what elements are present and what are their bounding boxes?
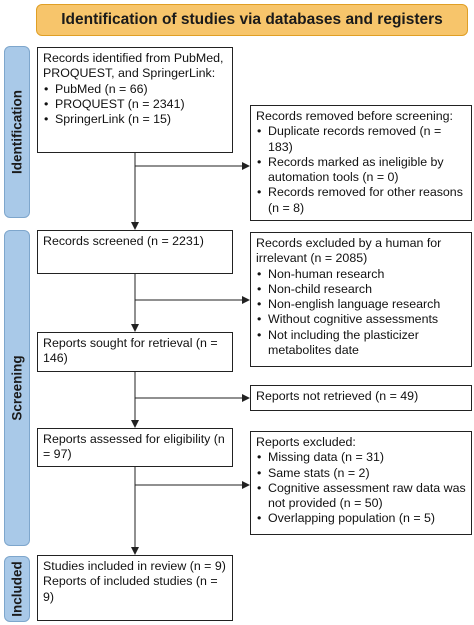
list-item: PROQUEST (n = 2341) [43, 97, 227, 113]
list-item: Non-human research [256, 267, 466, 283]
list-item: Records removed for other reasons (n = 8… [256, 185, 466, 216]
reports-sought-text: Reports sought for retrieval (n = 146) [43, 336, 218, 366]
list-item: PubMed (n = 66) [43, 82, 227, 98]
box-reports-sought: Reports sought for retrieval (n = 146) [37, 332, 233, 372]
list-item: Overlapping population (n = 5) [256, 511, 466, 527]
phase-screening: Screening [4, 230, 30, 546]
box-reports-not-retrieved: Reports not retrieved (n = 49) [250, 385, 472, 411]
list-item: Non-child research [256, 282, 466, 298]
reports-not-retrieved-text: Reports not retrieved (n = 49) [256, 389, 419, 403]
list-item: Without cognitive assessments [256, 312, 466, 328]
list-item: Duplicate records removed (n = 183) [256, 124, 466, 155]
reports-excluded-text: Reports excluded: [256, 435, 356, 449]
box-reports-excluded: Reports excluded: Missing data (n = 31) … [250, 431, 472, 535]
box-records-identified: Records identified from PubMed, PROQUEST… [37, 47, 233, 153]
phase-identification: Identification [4, 46, 30, 218]
records-excluded-human-text: Records excluded by a human for irreleva… [256, 236, 442, 266]
reports-assessed-text: Reports assessed for eligibility (n = 97… [43, 432, 225, 462]
records-identified-text: Records identified from PubMed, PROQUEST… [43, 51, 224, 81]
diagram-title: Identification of studies via databases … [36, 4, 468, 36]
studies-included-text: Studies included in review (n = 9) [43, 559, 226, 573]
box-reports-assessed: Reports assessed for eligibility (n = 97… [37, 428, 233, 467]
list-item: Not including the plasticizer metabolite… [256, 328, 466, 359]
box-studies-included: Studies included in review (n = 9) Repor… [37, 555, 233, 621]
list-item: Records marked as ineligible by automati… [256, 155, 466, 186]
reports-included-text: Reports of included studies (n = 9) [43, 574, 218, 604]
list-item: Cognitive assessment raw data was not pr… [256, 481, 466, 512]
box-records-screened: Records screened (n = 2231) [37, 230, 233, 274]
box-records-removed: Records removed before screening: Duplic… [250, 105, 472, 221]
list-item: SpringerLink (n = 15) [43, 112, 227, 128]
records-removed-text: Records removed before screening: [256, 109, 453, 123]
list-item: Missing data (n = 31) [256, 450, 466, 466]
phase-included: Included [4, 556, 30, 622]
box-records-excluded-human: Records excluded by a human for irreleva… [250, 232, 472, 367]
list-item: Non-english language research [256, 297, 466, 313]
records-screened-text: Records screened (n = 2231) [43, 234, 204, 248]
list-item: Same stats (n = 2) [256, 466, 466, 482]
